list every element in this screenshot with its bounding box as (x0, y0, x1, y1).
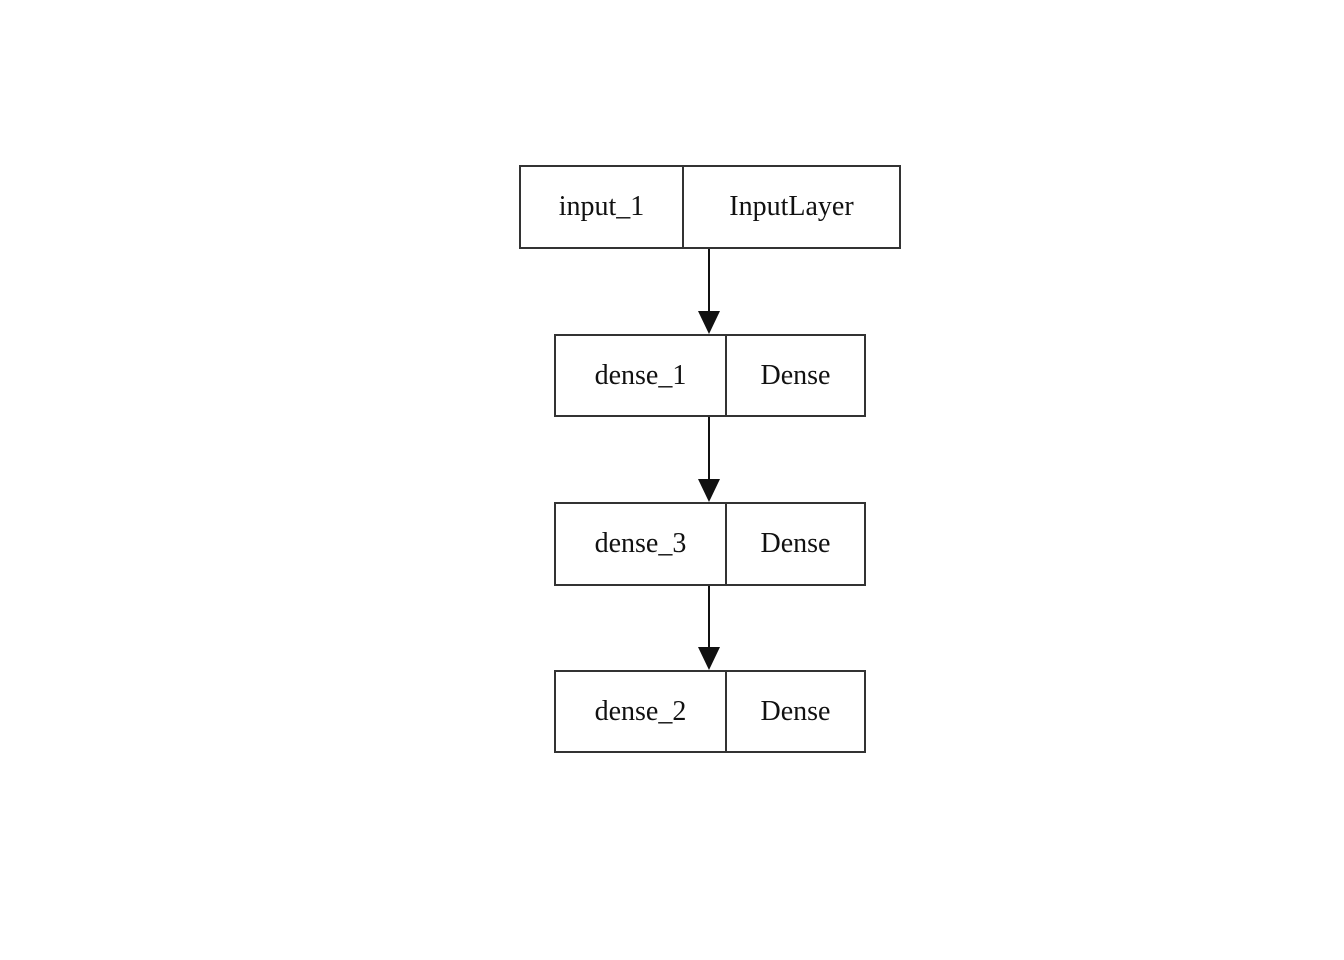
arrow-line (708, 249, 710, 312)
node-input-1: input_1 InputLayer (519, 165, 901, 249)
arrowhead-icon (698, 311, 720, 334)
layer-name-label: dense_3 (556, 504, 727, 584)
arrowhead-icon (698, 479, 720, 502)
layer-type-label: InputLayer (729, 191, 854, 222)
layer-type-label: Dense (760, 359, 831, 391)
layer-type-label: Dense (760, 695, 831, 727)
layer-name-label: dense_1 (556, 336, 727, 415)
arrow-line (708, 586, 710, 648)
arrow-line (708, 417, 710, 480)
node-dense-3: dense_3 Dense (554, 502, 866, 586)
layer-type-label: Dense (760, 528, 831, 559)
arrowhead-icon (698, 647, 720, 670)
node-dense-2: dense_2 Dense (554, 670, 866, 753)
node-dense-1: dense_1 Dense (554, 334, 866, 417)
layer-name-label: input_1 (521, 167, 684, 247)
layer-name-label: dense_2 (556, 672, 727, 751)
